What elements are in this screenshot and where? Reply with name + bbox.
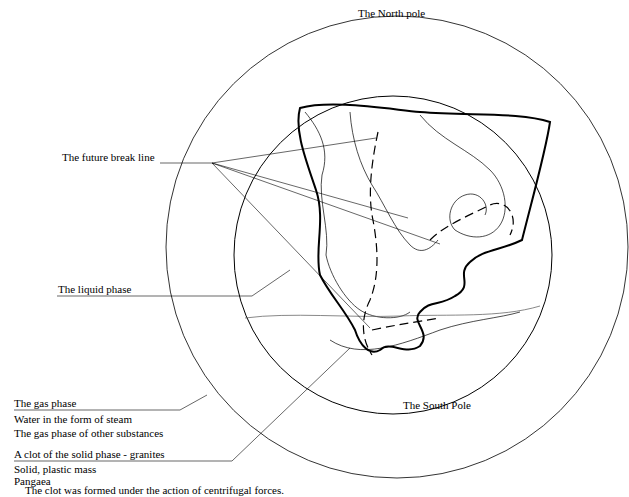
break-line xyxy=(430,203,513,240)
inner-circle xyxy=(234,96,552,414)
note-text: Water in the form of steam xyxy=(14,413,132,425)
callout-label: The gas phase xyxy=(14,397,76,409)
continent-outline xyxy=(245,306,540,318)
callout-label: A clot of the solid phase - granites xyxy=(14,448,165,460)
break-line xyxy=(372,318,440,330)
leader-line xyxy=(14,395,207,410)
leader-line xyxy=(14,348,350,461)
callout-label: The future break line xyxy=(62,151,155,163)
note-text: Solid, plastic mass xyxy=(14,463,96,475)
caption: The clot was formed under the action of … xyxy=(25,484,284,496)
continent-outline xyxy=(350,112,438,250)
outer-circle xyxy=(166,16,628,478)
pangaea-clot xyxy=(298,105,550,352)
continent-outline xyxy=(330,312,520,350)
pole-label: The North pole xyxy=(358,7,425,19)
break-line xyxy=(363,132,378,355)
continent-outline xyxy=(420,115,505,237)
callout-label: The liquid phase xyxy=(58,283,131,295)
note-text: The gas phase of other substances xyxy=(14,427,163,439)
leader-line xyxy=(57,270,290,296)
leader-line xyxy=(160,138,440,328)
pole-label: The South Pole xyxy=(403,399,471,411)
